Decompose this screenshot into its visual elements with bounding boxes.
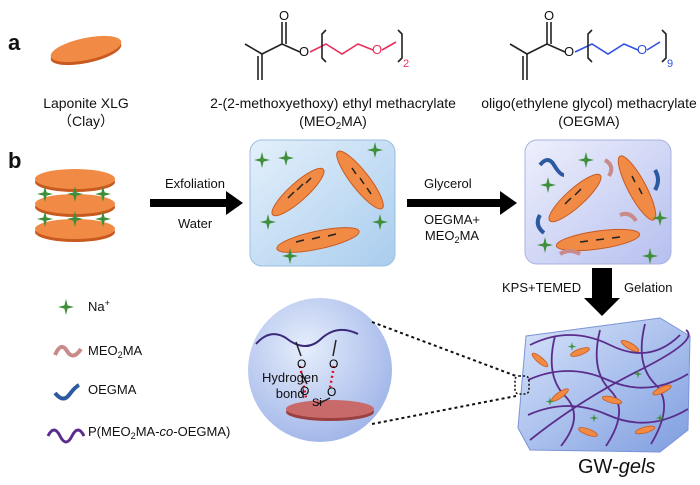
gelation-label: Gelation xyxy=(624,280,673,295)
oegma-caption: oligo(ethylene glycol) methacrylate (OEG… xyxy=(478,94,700,130)
water-label: Water xyxy=(178,216,213,231)
meo2ma-structure xyxy=(244,22,403,80)
legend-icons xyxy=(46,299,86,444)
legend-copolymer-label: P(MEO2MA-co-OEGMA) xyxy=(88,424,231,441)
meo2ma-caption: 2-(2-methoxyethoxy) ethyl methacrylate (… xyxy=(188,94,478,136)
oegma-ether-oxygen: O xyxy=(637,42,648,57)
oegma-carbonyl-oxygen: O xyxy=(544,8,555,23)
svg-text:O: O xyxy=(297,357,306,371)
meo2ma-abbr: (MEO2MA) xyxy=(299,113,367,132)
oegma-structure xyxy=(509,22,667,80)
oegma-repeat-count: 9 xyxy=(667,58,674,70)
oegma-name: oligo(ethylene glycol) methacrylate xyxy=(481,95,697,111)
svg-text:Si: Si xyxy=(312,397,322,409)
gw-gels-label: GW-gels xyxy=(578,456,656,478)
zoom-line-top xyxy=(371,321,517,377)
gelation-arrow xyxy=(584,268,620,316)
svg-text:O: O xyxy=(327,385,336,399)
zoom-line-bottom xyxy=(371,395,517,425)
panel-letter-b: b xyxy=(8,148,22,173)
svg-text:O: O xyxy=(329,357,338,371)
panel-letter-a: a xyxy=(8,30,21,55)
clay-name: Laponite XLG xyxy=(43,95,129,111)
oegma-ester-oxygen: O xyxy=(564,44,575,59)
legend-oegma-label: OEGMA xyxy=(88,382,137,397)
clay-short: （Clay） xyxy=(57,113,114,129)
stacked-clay-tactoid xyxy=(35,169,115,242)
meo2ma-repeat-count: 2 xyxy=(403,58,410,70)
hydrogen-bond-zoom-sphere: O O O O Si xyxy=(248,298,392,442)
exfoliation-label: Exfoliation xyxy=(165,176,225,191)
monomers-label: OEGMA+ MEO2MA xyxy=(424,212,480,245)
exfoliated-clay-dispersion xyxy=(249,139,396,267)
hydrogen-bond-label: Hydrogen bond xyxy=(262,370,319,401)
initiators-label: KPS+TEMED xyxy=(502,280,582,295)
oegma-abbr: (OEGMA) xyxy=(558,113,620,129)
gw-gel-network xyxy=(514,317,691,453)
clay-caption: Laponite XLG （Clay） xyxy=(26,94,146,130)
glycerol-arrow xyxy=(407,191,517,215)
legend-sodium-label: Na+ xyxy=(88,298,110,314)
glycerol-label: Glycerol xyxy=(424,176,472,191)
laponite-clay-disc xyxy=(50,35,122,66)
exfoliation-arrow xyxy=(150,191,243,215)
meo2ma-name: 2-(2-methoxyethoxy) ethyl methacrylate xyxy=(210,95,456,111)
meo2ma-ester-oxygen: O xyxy=(299,44,310,59)
meo2ma-carbonyl-oxygen: O xyxy=(279,8,290,23)
clay-monomer-dispersion xyxy=(524,139,672,265)
legend-meo2ma-label: MEO2MA xyxy=(88,343,143,360)
meo2ma-ether-oxygen: O xyxy=(372,42,383,57)
svg-text:O: O xyxy=(300,384,309,398)
